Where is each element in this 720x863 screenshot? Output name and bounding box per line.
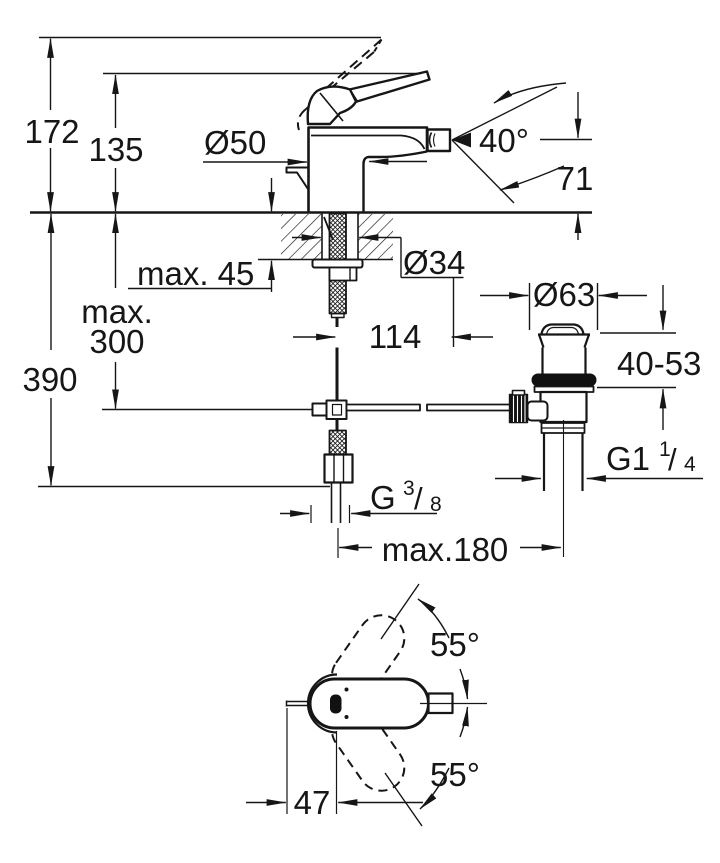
- lever-knuckle: [306, 85, 358, 126]
- dimension-lines: [38, 36, 703, 558]
- svg-text:8: 8: [430, 493, 442, 516]
- faucet-plan-view: [285, 614, 487, 792]
- spout-underside: [362, 150, 428, 212]
- popup-waste-assembly: [508, 323, 597, 557]
- svg-text:/: /: [668, 442, 677, 477]
- faucet-side-view: [30, 38, 592, 523]
- dim-label-55-upper: 55°: [430, 626, 480, 663]
- mounting-washer: [311, 258, 364, 269]
- dim-label-71: 71: [557, 160, 594, 197]
- rod-joint: [325, 399, 348, 420]
- escutcheon-ring: [306, 673, 338, 734]
- svg-text:G1: G1: [606, 440, 650, 477]
- dim-label-dia50: Ø50: [204, 124, 266, 161]
- aerator: [426, 128, 452, 153]
- deck-hatch-left: [281, 214, 322, 259]
- dim-label-max45: max. 45: [137, 255, 254, 292]
- dim-label-55-lower: 55°: [430, 756, 480, 793]
- waste-cap: [540, 323, 585, 335]
- dim-label-dia34: Ø34: [403, 244, 465, 281]
- dim-label-max300-1: max.: [81, 293, 153, 330]
- handle-socket: [330, 694, 342, 714]
- svg-text:1: 1: [659, 438, 671, 461]
- waste-oring: [531, 373, 597, 387]
- dim-label-47: 47: [294, 784, 331, 821]
- dim-label-max180: max.180: [382, 531, 509, 568]
- dim-label-172: 172: [24, 113, 79, 150]
- popup-rod-plan: [285, 700, 311, 707]
- supply-hose: [330, 482, 342, 523]
- dim-label-40-53: 40-53: [617, 345, 701, 382]
- dim-label-40deg: 40°: [479, 122, 529, 159]
- mounting-nut: [328, 266, 358, 282]
- svg-text:4: 4: [684, 453, 696, 476]
- faucet-body-plan: [308, 677, 430, 730]
- dim-label-114: 114: [369, 318, 422, 355]
- dim-label-supply-thread: G 3 / 8: [370, 477, 442, 516]
- popup-knob: [285, 166, 309, 190]
- svg-text:G: G: [370, 479, 396, 516]
- svg-text:/: /: [414, 481, 423, 516]
- waste-pipe: [542, 433, 584, 491]
- deck-hatch-right: [358, 214, 393, 259]
- dim-label-135: 135: [88, 131, 143, 168]
- spout-inner-line: [311, 134, 426, 150]
- hose-nut: [323, 453, 354, 484]
- svg-text:3: 3: [403, 477, 415, 500]
- dim-label-390: 390: [22, 361, 77, 398]
- horizontal-rod: [345, 403, 421, 412]
- dim-label-dia63: Ø63: [533, 276, 595, 313]
- dim-label-waste-thread: G1 1 / 4: [606, 438, 696, 477]
- plan-dimensions: [246, 583, 469, 827]
- dim-label-max300-2: 300: [89, 323, 144, 360]
